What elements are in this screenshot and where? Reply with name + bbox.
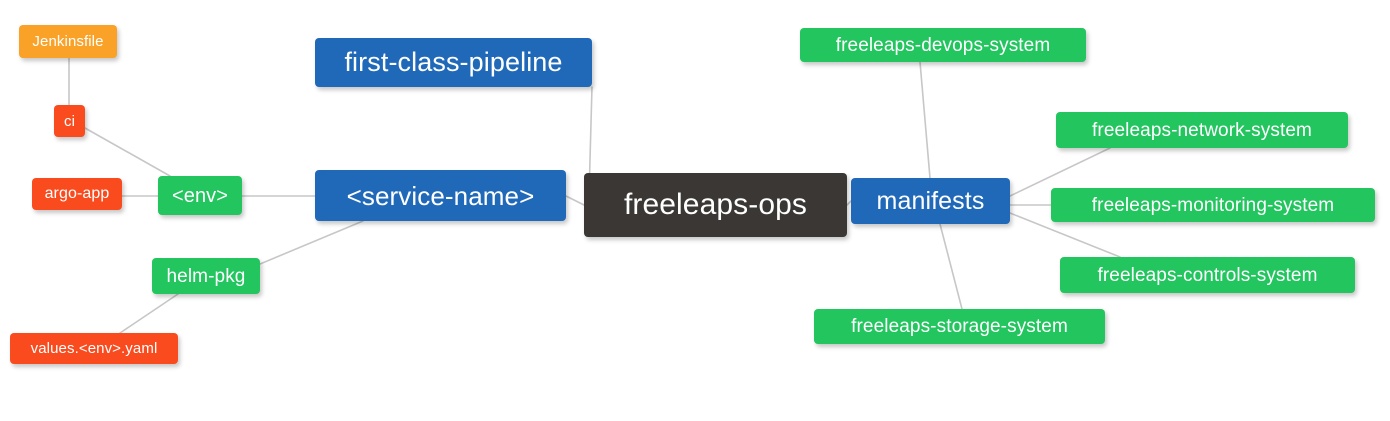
edge-manifests-to-devops-system <box>919 61 931 179</box>
node-helm-pkg[interactable]: helm-pkg <box>152 258 260 294</box>
edge-service-name-to-helm-pkg <box>259 220 364 265</box>
node-storage-system[interactable]: freeleaps-storage-system <box>814 309 1105 344</box>
node-jenkinsfile[interactable]: Jenkinsfile <box>19 25 117 58</box>
node-env[interactable]: <env> <box>158 176 242 215</box>
node-ci[interactable]: ci <box>54 105 85 137</box>
node-network-system[interactable]: freeleaps-network-system <box>1056 112 1348 148</box>
edge-env-to-ci <box>84 127 171 177</box>
node-service-name[interactable]: <service-name> <box>315 170 566 221</box>
edge-manifests-to-storage-system <box>939 223 963 310</box>
node-controls-system[interactable]: freeleaps-controls-system <box>1060 257 1355 293</box>
node-values-yaml[interactable]: values.<env>.yaml <box>10 333 178 364</box>
edge-helm-pkg-to-values-yaml <box>119 293 179 334</box>
node-first-class-pipeline[interactable]: first-class-pipeline <box>315 38 592 87</box>
node-argo-app[interactable]: argo-app <box>32 178 122 210</box>
node-freeleaps-ops[interactable]: freeleaps-ops <box>584 173 847 237</box>
node-monitoring-system[interactable]: freeleaps-monitoring-system <box>1051 188 1375 222</box>
node-devops-system[interactable]: freeleaps-devops-system <box>800 28 1086 62</box>
node-manifests[interactable]: manifests <box>851 178 1010 224</box>
edge-freeleaps-ops-to-service-name <box>565 195 585 206</box>
